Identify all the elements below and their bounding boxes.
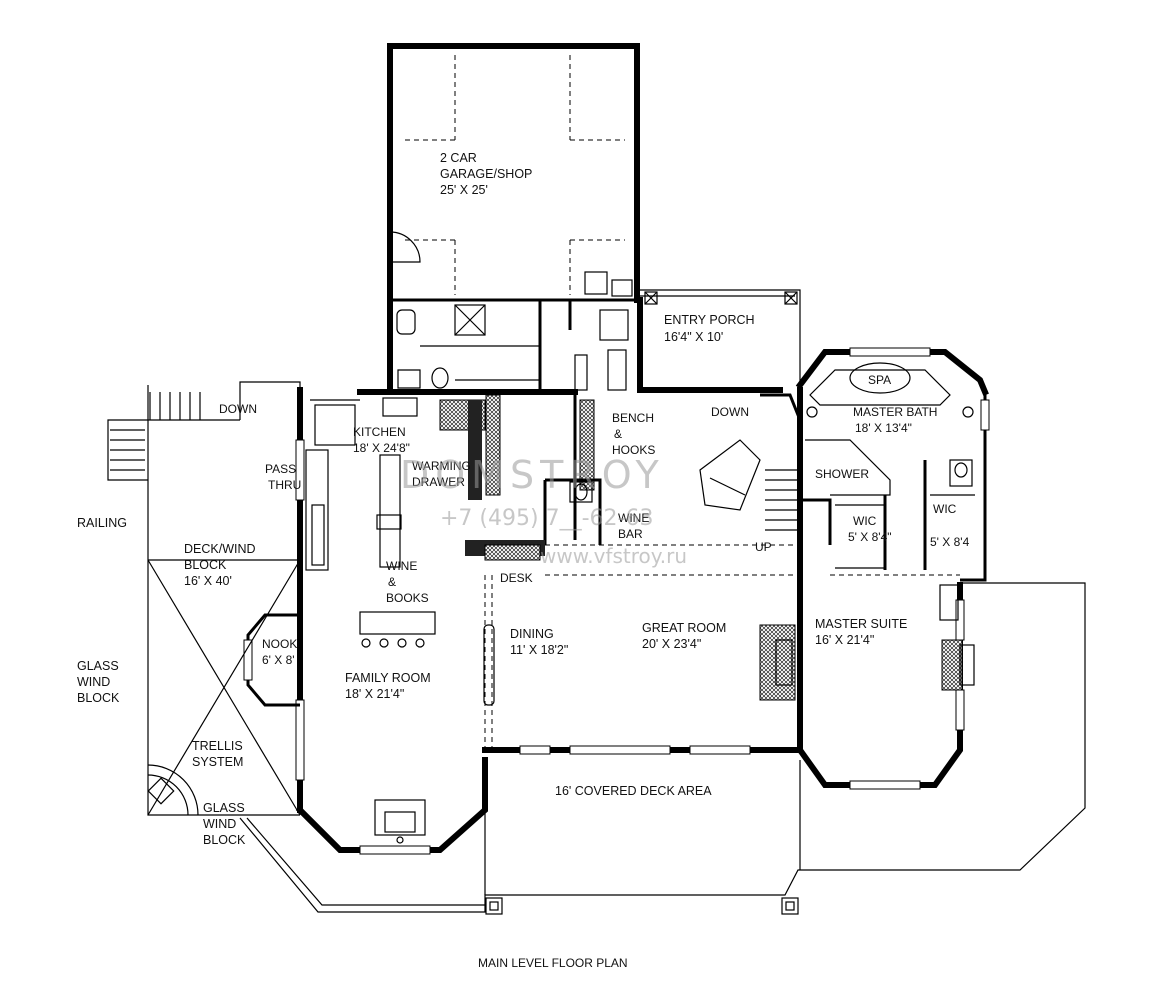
master-bath: SPA MASTER BATH 18' X 13'4" SHOWER WIC 5… <box>800 362 975 576</box>
drawer-label: DRAWER <box>412 475 465 489</box>
stair-up-label: UP <box>755 540 772 554</box>
bench-label: BENCH <box>612 411 654 425</box>
entry-porch-dims: 16'4" X 10' <box>664 330 723 344</box>
glass-wind-2: WIND <box>77 675 110 689</box>
thru-label: THRU <box>268 478 301 492</box>
kitchen-dims: 18' X 24'8" <box>353 441 410 455</box>
shower-label: SHOWER <box>815 467 869 481</box>
nook: NOOK 6' X 8' <box>243 613 300 707</box>
kitchen: KITCHEN 18' X 24'8" PASS THRU WARMING DR… <box>265 394 501 648</box>
watermark: DOMSTROY +7 (495) 7__-62-63 www.vfstroy.… <box>400 453 687 568</box>
nook-dims: 6' X 8' <box>262 653 295 667</box>
master-suite-name: MASTER SUITE <box>815 617 907 631</box>
master-suite-dims: 16' X 21'4" <box>815 633 874 647</box>
glass-wind-b2: WIND <box>203 817 236 831</box>
deck-name2: BLOCK <box>184 558 227 572</box>
utility-zone <box>387 297 643 395</box>
deck-dims: 16' X 40' <box>184 574 232 588</box>
family-fireplace <box>374 799 426 844</box>
garage-dims: 25' X 25' <box>440 183 488 197</box>
room-labels: FAMILY ROOM 18' X 21'4" DINING 11' X 18'… <box>345 617 907 798</box>
dining-name: DINING <box>510 627 554 641</box>
deck-name: DECK/WIND <box>184 542 256 556</box>
wic-left-name: WIC <box>853 514 877 528</box>
pass-label: PASS <box>265 462 296 476</box>
wine-bar-2: BAR <box>618 527 643 541</box>
hooks-label: HOOKS <box>612 443 655 457</box>
wic-right-dims: 5' X 8'4 <box>930 535 970 549</box>
great-room-dims: 20' X 23'4" <box>642 637 701 651</box>
plan-title: MAIN LEVEL FLOOR PLAN <box>478 956 628 970</box>
stair-down-label: DOWN <box>711 405 749 419</box>
spa-label: SPA <box>868 373 891 387</box>
master-bath-dims: 18' X 13'4" <box>855 421 912 435</box>
deck-stair-treads <box>110 392 201 471</box>
garage-name2: GARAGE/SHOP <box>440 167 532 181</box>
wic-left-dims: 5' X 8'4" <box>848 530 892 544</box>
dining-dims: 11' X 18'2" <box>510 643 568 657</box>
glass-wind-1: GLASS <box>77 659 119 673</box>
windows <box>295 347 990 855</box>
fireplaces <box>759 584 975 701</box>
wine-books-1: WINE <box>386 559 417 573</box>
deck-wind-block: DOWN RAILING DECK/WIND BLOCK 16' X 40' G… <box>77 381 301 847</box>
wine-books-amp: & <box>388 575 396 589</box>
watermark-logo: DOMSTROY <box>400 453 665 497</box>
outer-deck <box>239 582 1086 915</box>
watermark-site: www.vfstroy.ru <box>540 544 687 568</box>
garage: 2 CAR GARAGE/SHOP 25' X 25' <box>387 43 640 303</box>
trellis-2: SYSTEM <box>192 755 243 769</box>
railing-label: RAILING <box>77 516 127 530</box>
glass-wind-b1: GLASS <box>203 801 245 815</box>
entry-porch: ENTRY PORCH 16'4" X 10' <box>640 289 801 385</box>
warming-label: WARMING <box>412 459 471 473</box>
wic-right-name: WIC <box>933 502 957 516</box>
stair-treads <box>765 469 800 531</box>
bench-wine-area: BENCH & HOOKS WINE BAR DOWN UP DESK <box>465 393 802 750</box>
desk-label: DESK <box>500 571 533 585</box>
glass-wind-b3: BLOCK <box>203 833 246 847</box>
wine-books-2: BOOKS <box>386 591 429 605</box>
garage-name: 2 CAR <box>440 151 477 165</box>
bench-amp: & <box>614 427 622 441</box>
wine-bar-1: WINE <box>618 511 649 525</box>
watermark-phone: +7 (495) 7__-62-63 <box>440 506 653 531</box>
trellis-1: TRELLIS <box>192 739 243 753</box>
great-room-name: GREAT ROOM <box>642 621 726 635</box>
master-bath-name: MASTER BATH <box>853 405 937 419</box>
entry-porch-name: ENTRY PORCH <box>664 313 755 327</box>
glass-wind-3: BLOCK <box>77 691 120 705</box>
covered-deck-label: 16' COVERED DECK AREA <box>555 784 712 798</box>
family-room-name: FAMILY ROOM <box>345 671 431 685</box>
family-room-dims: 18' X 21'4" <box>345 687 404 701</box>
deck-down-label: DOWN <box>219 402 257 416</box>
nook-name: NOOK <box>262 637 297 651</box>
kitchen-name: KITCHEN <box>353 425 406 439</box>
